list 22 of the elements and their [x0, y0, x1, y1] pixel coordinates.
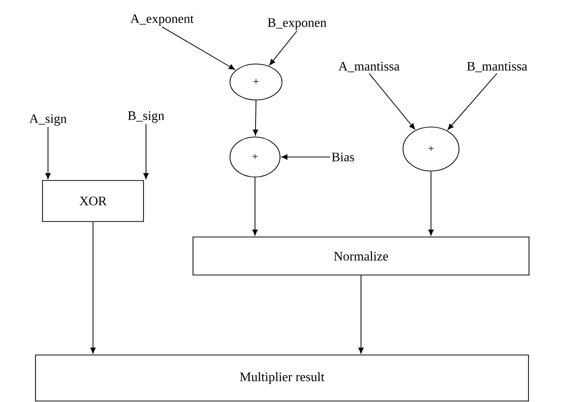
process-box: Multiplier result: [35, 354, 529, 402]
process-box: XOR: [42, 180, 144, 222]
signal-label: B_mantissa: [467, 62, 528, 72]
arrow: [252, 100, 258, 136]
arrow: [90, 222, 96, 354]
arrow: [45, 126, 51, 180]
signal-label: B_sign: [128, 111, 164, 123]
arrow: [269, 30, 298, 66]
signal-label: Bias: [332, 152, 354, 162]
signal-label: A_exponent: [130, 14, 194, 26]
arrow: [281, 154, 331, 160]
signal-label: A_sign: [29, 114, 67, 126]
arrow: [368, 72, 416, 130]
arrow: [162, 26, 235, 70]
arrow: [358, 275, 364, 354]
arrow: [428, 171, 434, 236]
signal-label: A_mantissa: [338, 62, 400, 72]
process-box: Normalize: [192, 236, 530, 276]
arrow: [252, 177, 258, 236]
signal-label: B_exponen: [268, 18, 326, 30]
arrow: [143, 124, 149, 180]
arrow: [448, 72, 498, 130]
